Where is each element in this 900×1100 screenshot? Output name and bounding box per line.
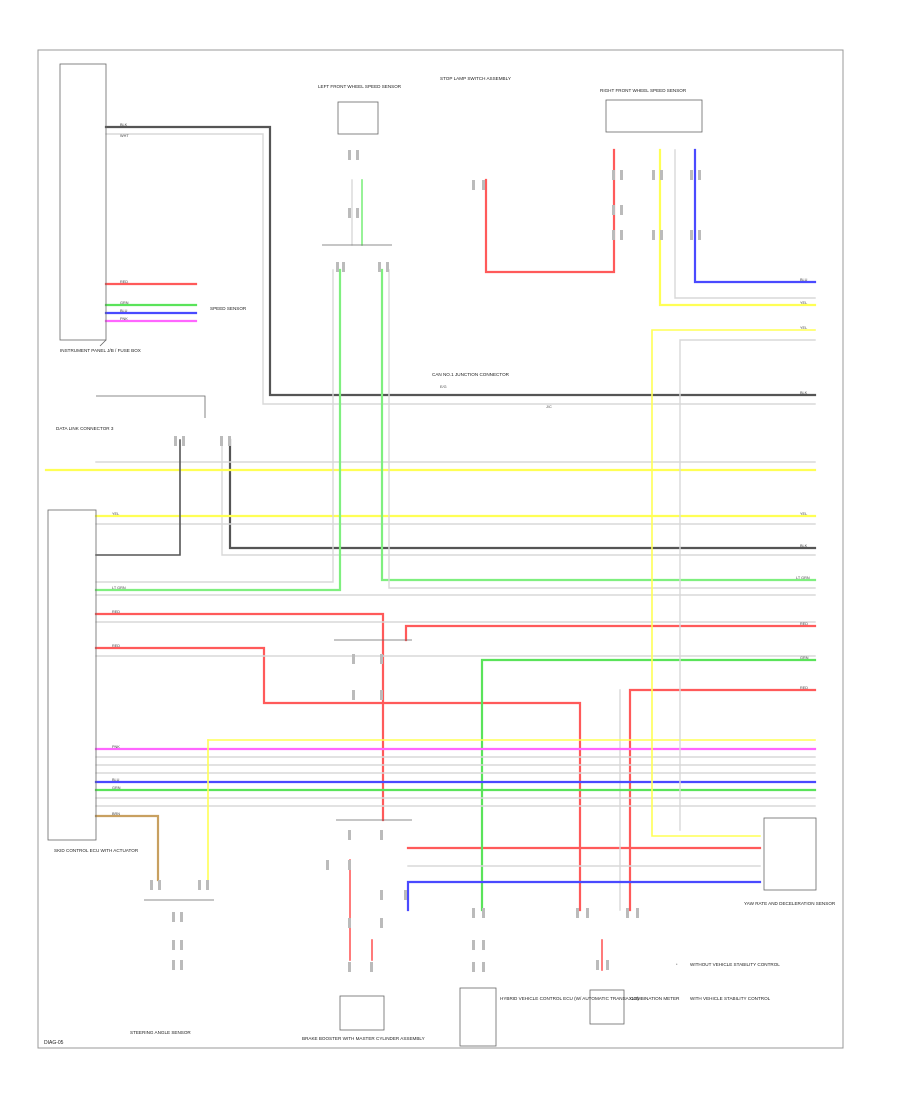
fuse-bracket [96,395,206,418]
label-pnk-1: PNK [120,317,128,321]
label-blu-2: BLU [112,778,120,782]
hybrid-ecu-box [459,987,497,1047]
front-sensor-rh-label: RIGHT FRONT WHEEL SPEED SENSOR [600,88,687,93]
label-yel-2: YEL [800,512,807,516]
instrument-panel-ground [99,339,107,347]
junction-top-label: J/C [546,405,552,409]
label-yel-3: YEL [800,301,807,305]
wire-white-main [105,133,816,405]
label-pnk-2: PNK [112,745,120,749]
wire-white-right [674,149,816,299]
label-red-5: RED [800,686,808,690]
component-labels: INSTRUMENT PANEL J/B / FUSE BOX LEFT FRO… [54,76,836,1041]
label-blu-1: BLU [120,309,128,313]
label-red-2: RED [112,610,120,614]
instrument-panel-label: INSTRUMENT PANEL J/B / FUSE BOX [60,348,141,353]
connector-pins [150,150,701,972]
yaw-sensor-label: YAW RATE AND DECELERATION SENSOR [744,901,836,906]
wire-black-3 [95,439,181,556]
note-marker-1: * [676,963,678,967]
steering-sensor-label: STEERING ANGLE SENSOR [130,1030,191,1035]
wires [44,125,817,971]
note-marker-2: * [676,997,678,1001]
label-blk-1: BLK [120,123,128,127]
label-red-4: RED [800,622,808,626]
label-red-1: RED [120,280,128,284]
can-junction-label: CAN NO.1 JUNCTION CONNECTOR [432,372,510,377]
brake-booster-box [339,995,385,1031]
speed-sensor-label: SPEED SENSOR [210,306,247,311]
label-ltgrn-2: LT GRN [796,576,810,580]
hybrid-ecu-label: HYBRID VEHICLE CONTROL ECU (W/ AUTOMATIC… [500,996,639,1001]
wire-red-topright [484,148,616,274]
label-blk-2: BLK [800,391,808,395]
diagram-frame [37,49,844,1049]
label-ltgrn-1: LT GRN [112,586,126,590]
label-yel-1: YEL [112,512,119,516]
wire-red-4 [628,688,817,912]
abs-actuator-block [47,509,97,841]
wire-green-sensor-lh [94,268,342,592]
wire-red-3 [404,624,817,642]
abs-actuator-label: SKID CONTROL ECU WITH ACTUATOR [54,848,139,853]
fuse-block-label: DATA LINK CONNECTOR 3 [56,426,114,431]
label-red-3: RED [112,644,120,648]
diagram-code: DIAG-05 [44,1040,64,1046]
label-grn-1: GRN [120,301,129,305]
wire-red-2 [94,646,582,912]
label-grn-3: GRN [800,656,809,660]
wire-black-mid [228,438,817,550]
label-wht-1: WHT [120,134,129,138]
wire-green-sensor-rh [380,268,817,582]
label-yel-4: YEL [800,326,807,330]
combination-meter-box [589,989,625,1025]
brake-booster-label: BRAKE BOOSTER WITH MASTER CYLINDER ASSEM… [302,1036,425,1041]
wire-white-right-2 [679,339,816,831]
note-2: WITH VEHICLE STABILITY CONTROL [690,996,771,1001]
wire-labels: BLK WHT RED GRN BLU PNK YEL LT GRN RED R… [112,123,810,816]
combination-meter-label: COMBINATION METER [630,996,680,1001]
wire-brown-bus [94,814,160,882]
wire-green-hv [480,658,817,912]
wire-blue-lower [406,880,762,912]
label-grn-2: GRN [112,786,121,790]
junction-bottom-label: E/G [440,385,447,389]
instrument-panel-block [59,63,107,341]
label-brn-1: BRN [112,812,120,816]
wire-red-1 [94,612,385,822]
notes: * WITHOUT VEHICLE STABILITY CONTROL * WI… [676,962,780,1001]
wire-white-sensor-lh [95,269,334,583]
note-1: WITHOUT VEHICLE STABILITY CONTROL [690,962,780,967]
yaw-sensor-box [763,817,817,891]
label-blu-3: BLU [800,278,808,282]
wire-yellow-right-1 [658,148,817,307]
wire-blue-right [693,148,817,284]
front-sensor-lh-connector [337,101,379,135]
label-blk-3: BLK [800,544,808,548]
stop-lamp-label: STOP LAMP SWITCH ASSEMBLY [440,76,511,81]
wire-white-sensor-rh [388,269,816,589]
front-sensor-rh-connector [605,99,703,133]
front-sensor-lh-label: LEFT FRONT WHEEL SPEED SENSOR [318,84,402,89]
components [47,63,817,1047]
wire-black-main [104,125,817,397]
wire-yellow-right-2 [651,329,816,837]
wire-white-mid [221,439,816,556]
